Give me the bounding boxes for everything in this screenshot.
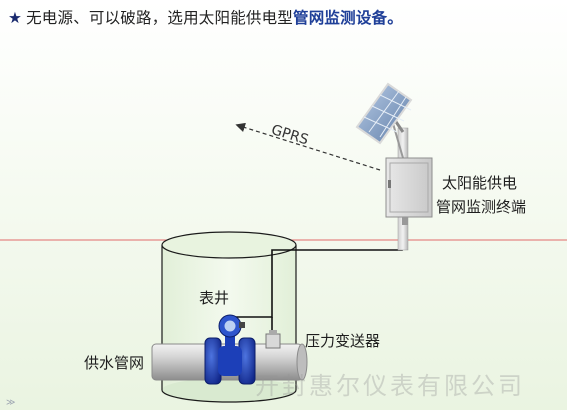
terminal-box (385, 157, 433, 225)
well-label: 表井 (199, 289, 230, 307)
company-watermark: 开封惠尔仪表有限公司 (255, 372, 525, 400)
pipe-label: 供水管网 (84, 354, 145, 372)
corner-glyph: ≫ (6, 398, 15, 408)
pressure-transmitter (265, 330, 281, 349)
electromagnetic-flowmeter (204, 314, 256, 385)
headline-highlight: 管网监测设备。 (293, 9, 403, 27)
pressure-transmitter-label: 压力变送器 (305, 332, 381, 350)
gprs-arrow (235, 122, 381, 171)
star-icon: ★ (8, 9, 23, 27)
headline: ★无电源、可以破路，选用太阳能供电型管网监测设备。 (8, 6, 403, 28)
headline-text: 无电源、可以破路，选用太阳能供电型 (26, 9, 294, 27)
terminal-label-line1: 太阳能供电 (442, 174, 518, 192)
terminal-label-line2: 管网监测终端 (436, 198, 527, 216)
solar-panel (355, 82, 413, 145)
